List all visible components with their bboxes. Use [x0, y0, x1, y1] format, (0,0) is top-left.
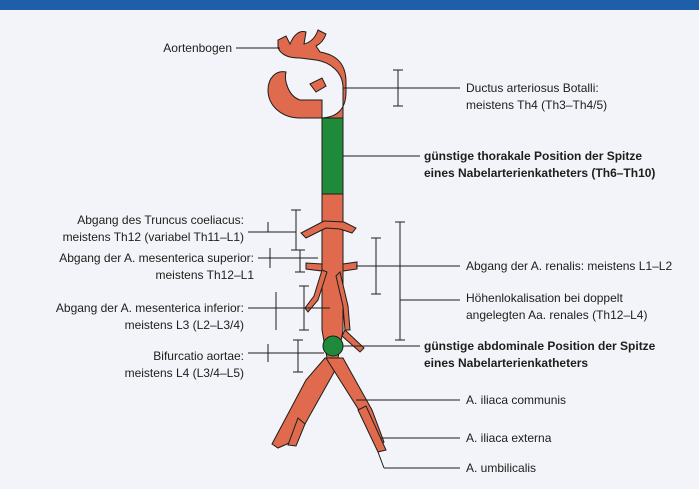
- thoracic-position-line2: eines Nabelarterienkatheters (Th6–Th10): [424, 165, 655, 182]
- celiac-trunk-line2: meistens Th12 (variabel Th11–L1): [16, 229, 244, 246]
- thoracic-position-label: günstige thorakale Position der Spitze e…: [424, 148, 655, 182]
- aortic-arch-label: Aortenbogen: [114, 40, 232, 57]
- bifurcation-line2: meistens L4 (L3/4–L5): [96, 365, 244, 382]
- ima-line1: Abgang der A. mesenterica inferior:: [16, 300, 244, 317]
- ductus-label-line1: Ductus arteriosus Botalli:: [466, 80, 607, 97]
- external-iliac-label: A. iliaca externa: [466, 430, 551, 447]
- double-renal-label: Höhenlokalisation bei doppelt angelegten…: [466, 290, 647, 324]
- left-renal-artery: [306, 263, 322, 271]
- abdominal-position-line1: günstige abdominale Position der Spitze: [424, 338, 655, 355]
- ductus-label: Ductus arteriosus Botalli: meistens Th4 …: [466, 80, 607, 114]
- celiac-trunk-line1: Abgang des Truncus coeliacus:: [16, 212, 244, 229]
- ductus-label-line2: meistens Th4 (Th3–Th4/5): [466, 97, 607, 114]
- double-renal-line1: Höhenlokalisation bei doppelt: [466, 290, 647, 307]
- double-renal-line2: angelegten Aa. renales (Th12–L4): [466, 307, 647, 324]
- ima-line2: meistens L3 (L2–L3/4): [16, 317, 244, 334]
- bifurcation-line1: Bifurcatio aortae:: [96, 348, 244, 365]
- ductus-arteriosus: [310, 78, 326, 92]
- ima-label: Abgang der A. mesenterica inferior: meis…: [16, 300, 244, 334]
- right-mesenteric-branch: [342, 330, 364, 352]
- abdominal-position-label: günstige abdominale Position der Spitze …: [424, 338, 655, 372]
- sma-label: Abgang der A. mesenterica superior: meis…: [6, 250, 254, 284]
- sma-line1: Abgang der A. mesenterica superior:: [6, 250, 254, 267]
- renal-label: Abgang der A. renalis: meistens L1–L2: [466, 258, 672, 275]
- celiac-trunk-label: Abgang des Truncus coeliacus: meistens T…: [16, 212, 244, 246]
- umbilical-label: A. umbilicalis: [466, 460, 536, 477]
- right-renal-artery: [343, 262, 357, 271]
- left-iliac-artery: [272, 358, 342, 448]
- thoracic-target-zone: [322, 118, 343, 194]
- sma-line2: meistens Th12–L1: [6, 267, 254, 284]
- common-iliac-label: A. iliaca communis: [466, 392, 566, 409]
- abdominal-target-zone: [323, 336, 343, 356]
- bifurcation-label: Bifurcatio aortae: meistens L4 (L3/4–L5): [96, 348, 244, 382]
- aorta-vessels: [268, 30, 386, 452]
- abdominal-position-line2: eines Nabelarterienkatheters: [424, 355, 655, 372]
- aortic-arch: [268, 30, 346, 125]
- thoracic-position-line1: günstige thorakale Position der Spitze: [424, 148, 655, 165]
